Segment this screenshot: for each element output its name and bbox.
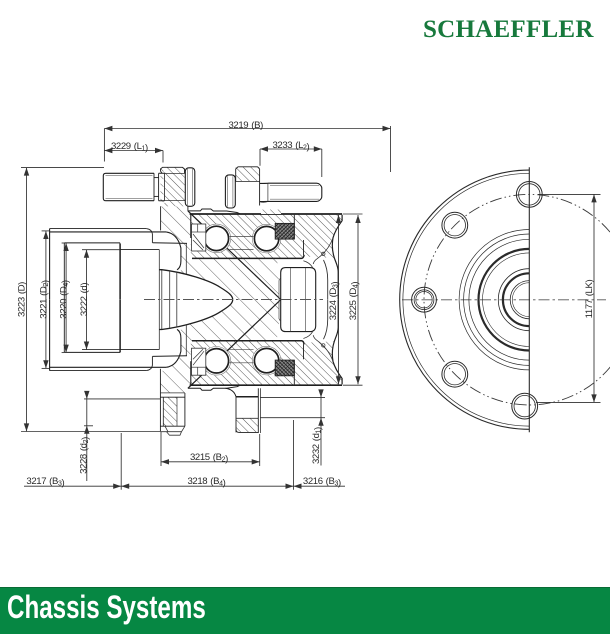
svg-text:3228 (d2): 3228 (d2) xyxy=(78,437,91,474)
svg-text:3224 (D3): 3224 (D3) xyxy=(328,282,341,321)
svg-text:3219 (B): 3219 (B) xyxy=(229,120,264,131)
svg-text:3229 (L1): 3229 (L1) xyxy=(111,141,148,154)
svg-text:3218 (B4): 3218 (B4) xyxy=(188,476,226,489)
svg-text:3225 (D4): 3225 (D4) xyxy=(348,282,361,321)
svg-text:3215 (B2): 3215 (B2) xyxy=(190,452,228,465)
svg-text:3216 (B3): 3216 (B3) xyxy=(303,476,341,489)
svg-text:1177 (LK): 1177 (LK) xyxy=(584,280,595,319)
svg-text:3220 (D4): 3220 (D4) xyxy=(59,280,72,319)
svg-text:3222 (d): 3222 (d) xyxy=(79,283,90,317)
svg-text:3233 (L2): 3233 (L2) xyxy=(273,140,310,153)
svg-text:3221 (D2): 3221 (D2) xyxy=(38,280,51,319)
svg-text:3217 (B3): 3217 (B3) xyxy=(26,476,64,489)
svg-text:3232 (d1): 3232 (d1) xyxy=(311,427,324,464)
svg-text:3223 (D): 3223 (D) xyxy=(17,282,28,317)
